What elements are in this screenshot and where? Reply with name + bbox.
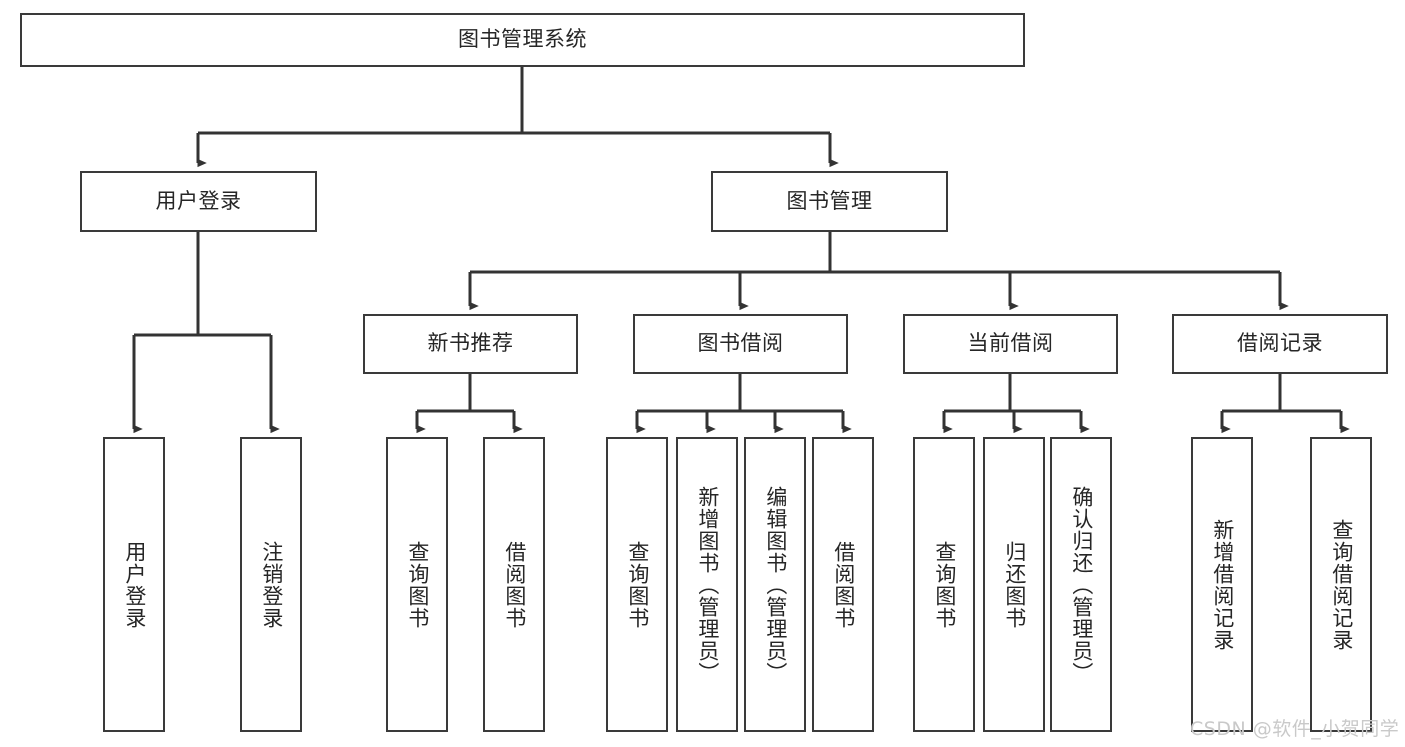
node-leaf-label: 查询图书: [405, 540, 430, 629]
node-book-borrow[interactable]: 图书借阅: [633, 314, 848, 374]
node-book-management-label: 图书管理: [786, 188, 873, 213]
node-leaf-logout-login[interactable]: 注销登录: [240, 437, 302, 732]
node-leaf-label: 查询借阅记录: [1329, 518, 1354, 651]
node-leaf-label: 新增图书（管理员）: [695, 485, 720, 684]
node-leaf-return-book[interactable]: 归还图书: [983, 437, 1045, 732]
node-leaf-query-book-new[interactable]: 查询图书: [386, 437, 448, 732]
node-new-book-recommend[interactable]: 新书推荐: [363, 314, 578, 374]
node-book-management[interactable]: 图书管理: [711, 171, 948, 232]
node-leaf-query-book-borrow[interactable]: 查询图书: [606, 437, 668, 732]
node-user-login[interactable]: 用户登录: [80, 171, 317, 232]
csdn-watermark: CSDN @软件_小贺同学: [1190, 718, 1400, 740]
node-user-login-label: 用户登录: [155, 188, 242, 213]
node-leaf-borrow-book[interactable]: 借阅图书: [812, 437, 874, 732]
node-leaf-label: 用户登录: [122, 540, 147, 629]
node-leaf-query-book-current[interactable]: 查询图书: [913, 437, 975, 732]
node-leaf-label: 确认归还（管理员）: [1069, 485, 1094, 684]
node-leaf-add-book-admin[interactable]: 新增图书（管理员）: [676, 437, 738, 732]
node-new-book-recommend-label: 新书推荐: [427, 331, 514, 356]
node-leaf-borrow-book-new[interactable]: 借阅图书: [483, 437, 545, 732]
node-book-borrow-label: 图书借阅: [697, 331, 784, 356]
node-leaf-label: 归还图书: [1002, 540, 1027, 629]
node-leaf-query-borrow-record[interactable]: 查询借阅记录: [1310, 437, 1372, 732]
node-borrow-record[interactable]: 借阅记录: [1172, 314, 1388, 374]
node-leaf-label: 新增借阅记录: [1210, 518, 1235, 651]
node-leaf-label: 编辑图书（管理员）: [763, 485, 788, 684]
node-leaf-label: 查询图书: [932, 540, 957, 629]
node-leaf-user-login[interactable]: 用户登录: [103, 437, 165, 732]
node-root-label: 图书管理系统: [458, 27, 587, 52]
node-leaf-label: 借阅图书: [831, 540, 856, 629]
node-leaf-add-borrow-record[interactable]: 新增借阅记录: [1191, 437, 1253, 732]
node-root-system[interactable]: 图书管理系统: [20, 13, 1025, 67]
node-leaf-label: 查询图书: [625, 540, 650, 629]
node-leaf-label: 借阅图书: [502, 540, 527, 629]
node-borrow-record-label: 借阅记录: [1237, 331, 1323, 356]
node-leaf-confirm-return-admin[interactable]: 确认归还（管理员）: [1050, 437, 1112, 732]
node-current-borrow-label: 当前借阅: [967, 331, 1054, 356]
node-current-borrow[interactable]: 当前借阅: [903, 314, 1118, 374]
node-leaf-edit-book-admin[interactable]: 编辑图书（管理员）: [744, 437, 806, 732]
node-leaf-label: 注销登录: [259, 540, 284, 629]
